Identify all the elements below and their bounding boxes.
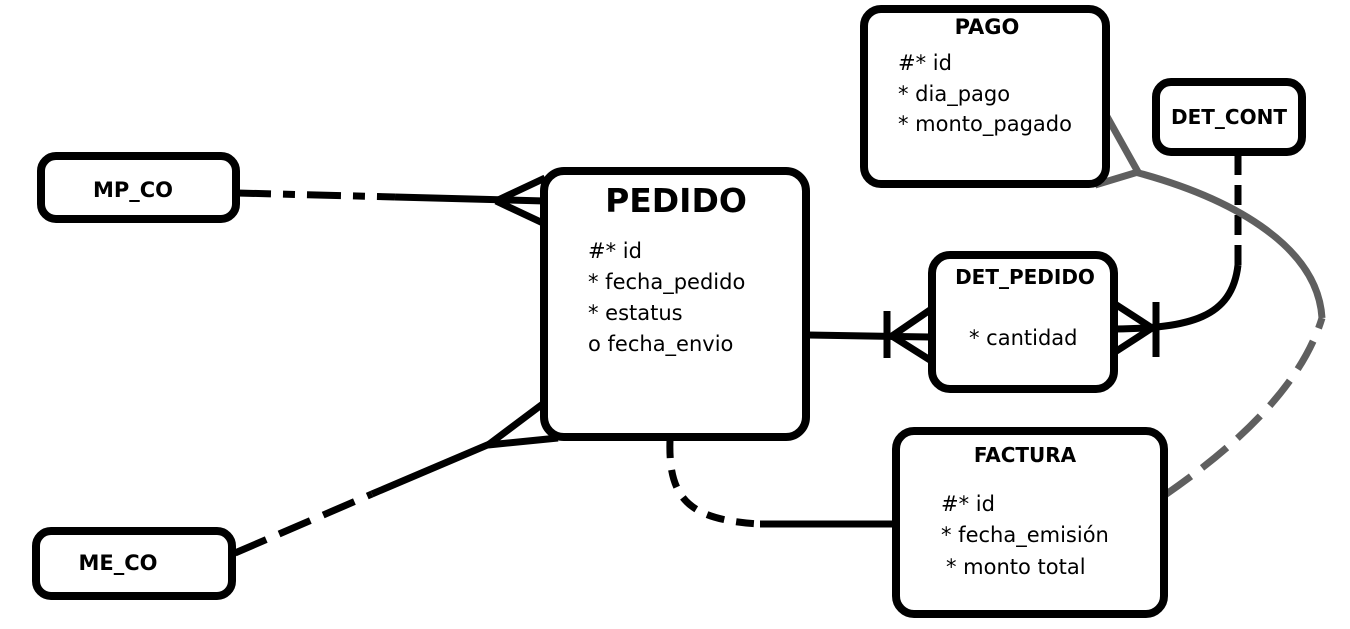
attribute-fecha-envio: o fecha_envio bbox=[588, 332, 733, 357]
attribute-monto-total: * monto total bbox=[946, 555, 1086, 579]
entity-pedido: PEDIDO #* id * fecha_pedido * estatus o … bbox=[540, 167, 810, 441]
attribute-dia-pago: * dia_pago bbox=[898, 82, 1010, 107]
factura-pago-optional-line bbox=[1163, 316, 1326, 498]
entity-det-cont: DET_CONT bbox=[1152, 78, 1306, 156]
crows-foot-det-pedido-right bbox=[1113, 301, 1154, 355]
entity-title: DET_PEDIDO bbox=[955, 265, 1095, 289]
entity-title: MP_CO bbox=[93, 178, 173, 202]
entity-box bbox=[892, 427, 1168, 618]
entity-me-co: ME_CO bbox=[32, 527, 236, 600]
attribute-estatus: * estatus bbox=[588, 301, 683, 325]
crows-foot-det-pedido-left bbox=[890, 307, 932, 363]
entity-title: DET_CONT bbox=[1171, 105, 1287, 129]
attribute-id: #* id bbox=[588, 239, 642, 263]
entity-box bbox=[1152, 78, 1306, 156]
pedido-factura-optional-line bbox=[666, 439, 761, 528]
relationship-pedido-det-pedido bbox=[807, 307, 932, 363]
attribute-id: #* id bbox=[941, 492, 995, 516]
entity-mp-co: MP_CO bbox=[37, 152, 240, 223]
relationship-mp-co-pedido bbox=[236, 174, 547, 228]
entity-title: PEDIDO bbox=[605, 181, 747, 220]
relationship-me-co-pedido bbox=[233, 397, 559, 557]
relationship-det-cont-det-pedido bbox=[1113, 155, 1242, 357]
attribute-id: #* id bbox=[898, 51, 952, 75]
factura-pago-mandatory-curve bbox=[1134, 168, 1326, 319]
entity-det-pedido: DET_PEDIDO * cantidad bbox=[928, 251, 1118, 393]
crows-foot-pedido-me bbox=[485, 397, 559, 449]
entity-box bbox=[37, 152, 240, 223]
crows-foot-pedido-mp bbox=[494, 174, 547, 228]
mp-co-mandatory-line bbox=[394, 193, 546, 205]
entity-box bbox=[540, 167, 810, 441]
entity-title: ME_CO bbox=[78, 551, 157, 575]
me-co-optional-line bbox=[233, 490, 374, 557]
relationship-pedido-factura bbox=[666, 439, 896, 528]
entity-box bbox=[928, 251, 1118, 393]
entity-title: FACTURA bbox=[974, 443, 1077, 467]
entity-box bbox=[860, 5, 1110, 188]
entity-title: PAGO bbox=[955, 15, 1020, 39]
pedido-det-line bbox=[807, 331, 931, 341]
mp-co-optional-line bbox=[236, 189, 396, 201]
entity-factura: FACTURA #* id * fecha_emisión * monto to… bbox=[892, 427, 1168, 618]
attribute-fecha-emision: * fecha_emisión bbox=[941, 523, 1109, 548]
attribute-fecha-pedido: * fecha_pedido bbox=[588, 270, 745, 295]
me-co-mandatory-line bbox=[370, 439, 494, 498]
entity-pago: PAGO #* id * dia_pago * monto_pagado bbox=[860, 5, 1110, 188]
entity-box bbox=[32, 527, 236, 600]
attribute-monto-pagado: * monto_pagado bbox=[898, 112, 1072, 137]
det-cont-mandatory-curve bbox=[1114, 264, 1242, 333]
attribute-cantidad: * cantidad bbox=[969, 326, 1078, 350]
